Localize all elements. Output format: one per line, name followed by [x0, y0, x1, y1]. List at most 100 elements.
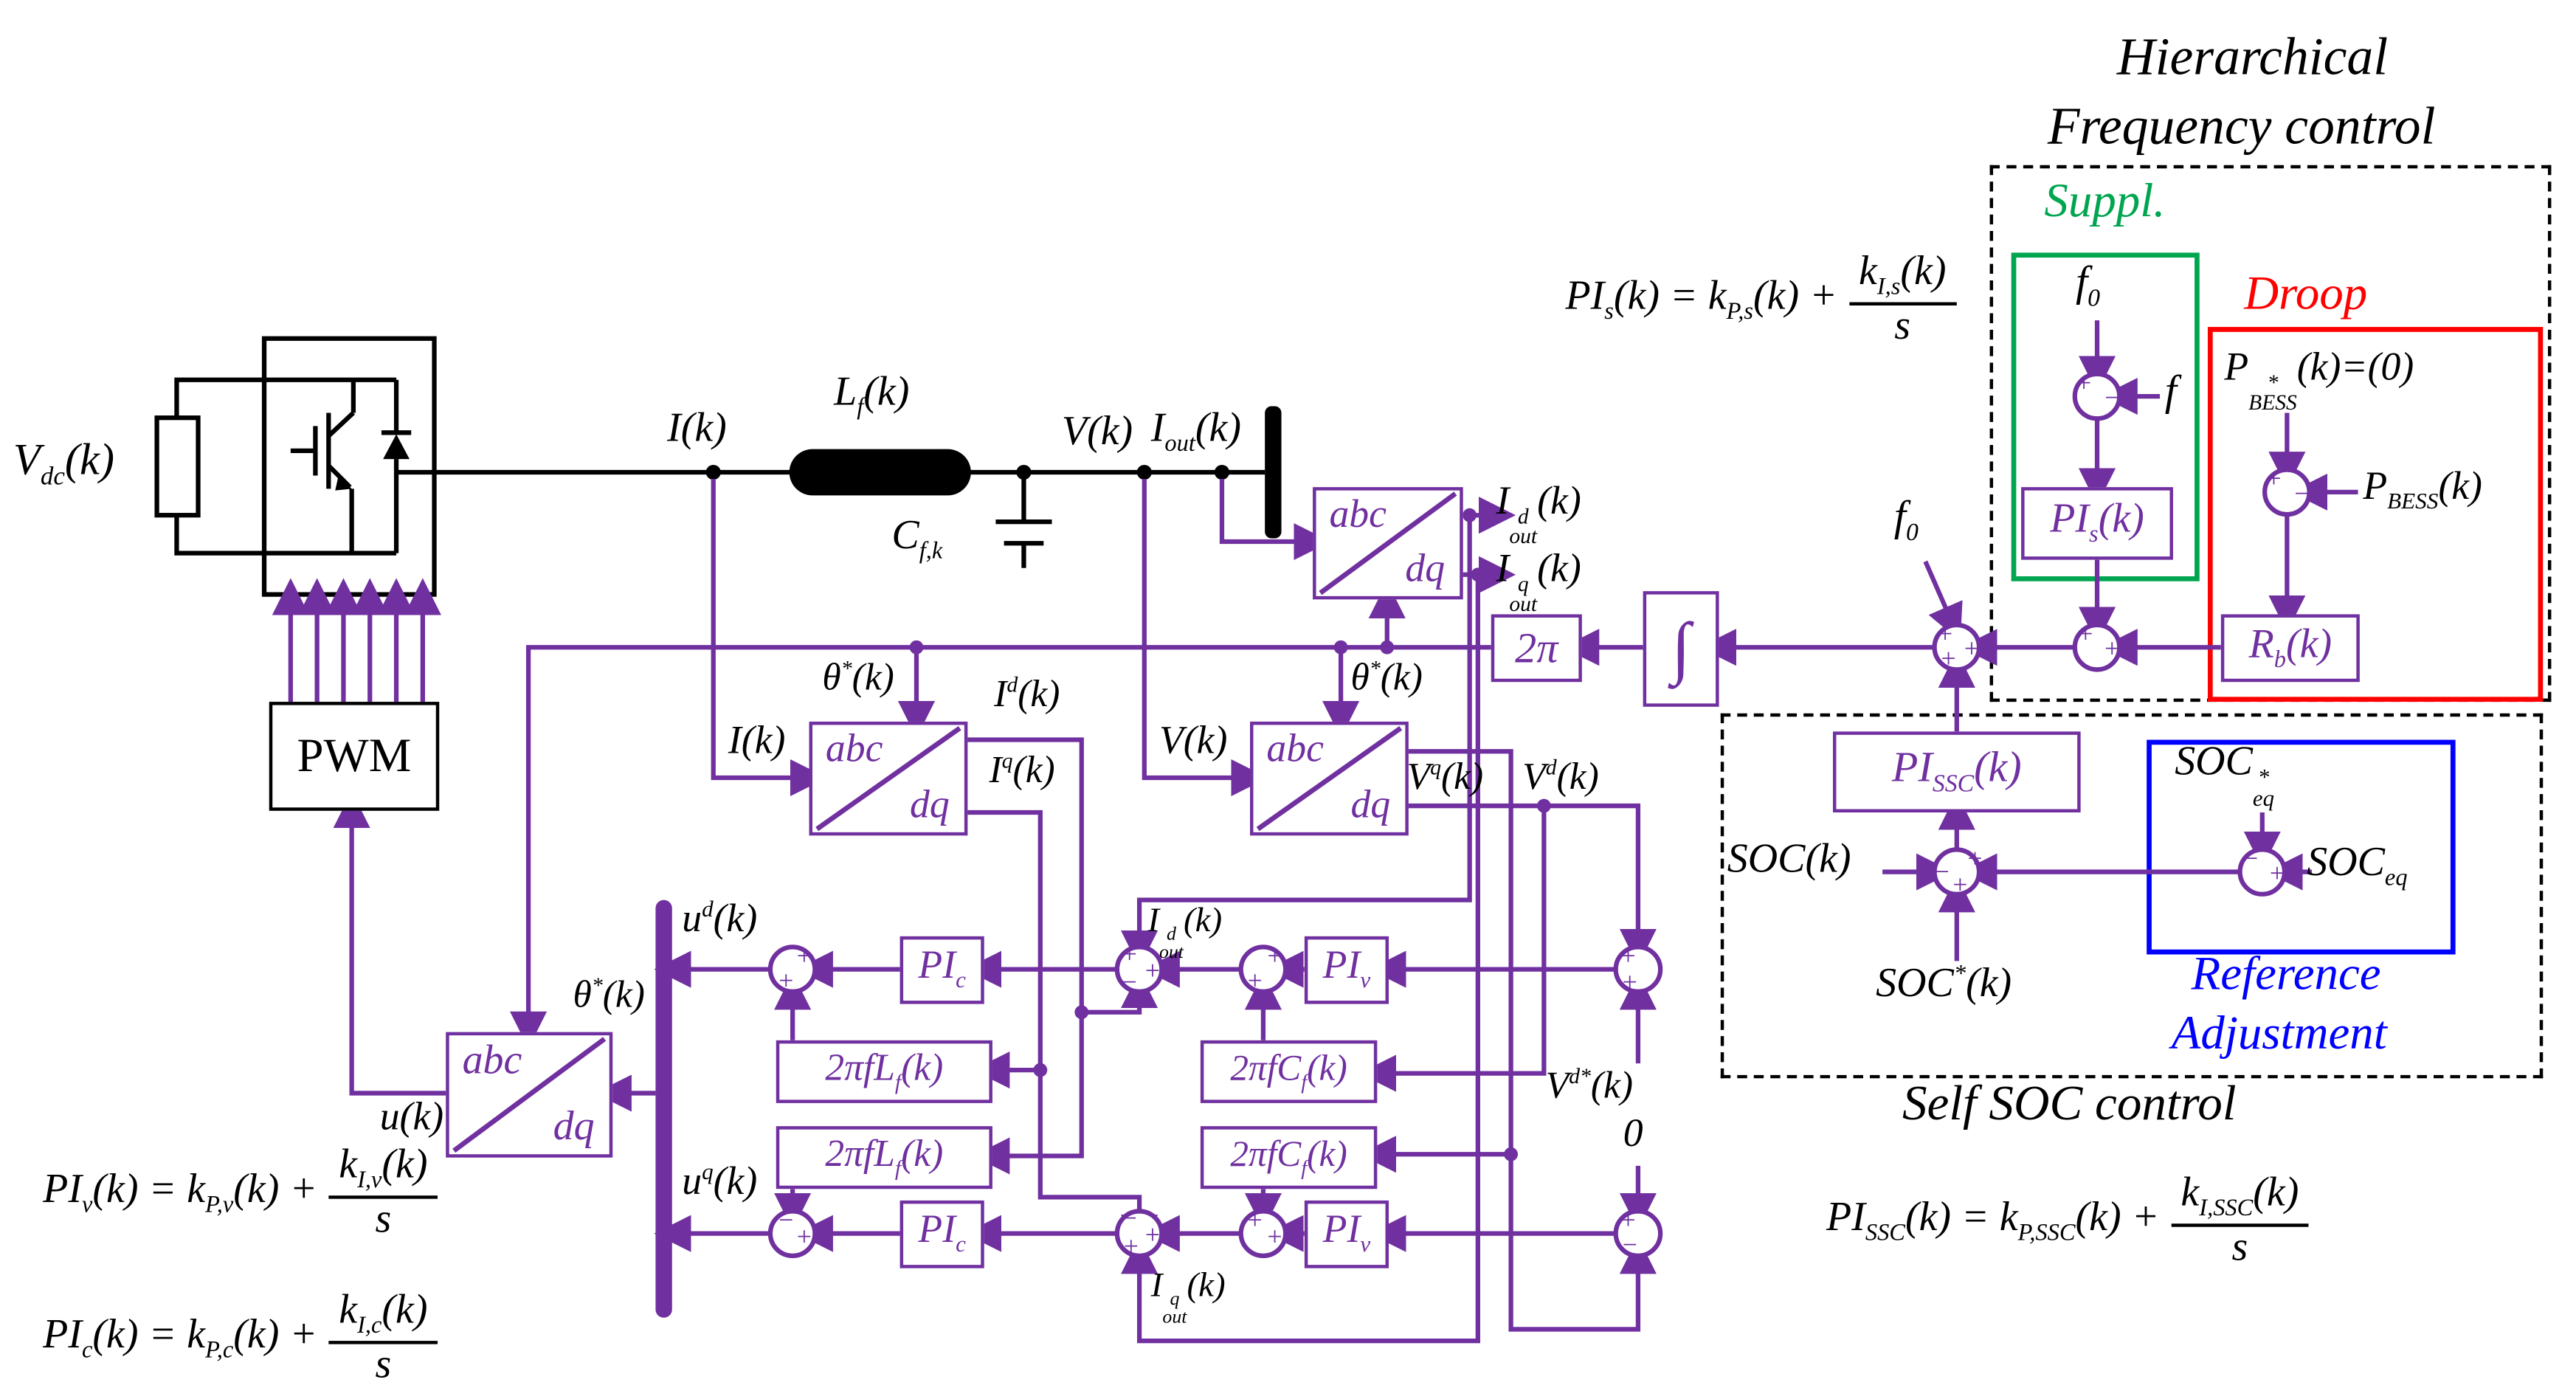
- sign: −: [778, 1205, 793, 1235]
- label-theta-v-block: θ*(k): [1350, 655, 1423, 698]
- sign: −: [1122, 1204, 1137, 1233]
- sign: −: [2294, 478, 2309, 508]
- signal-junctions: [655, 508, 1551, 1318]
- fraction: kI,SSC(k)s: [2170, 1171, 2309, 1271]
- label-p-bess: PBESS(k): [2363, 466, 2482, 515]
- power-circuit-solids: [335, 406, 1282, 539]
- fraction-numerator: kI,s(k): [1848, 250, 1956, 306]
- title-droop: Droop: [2244, 267, 2368, 321]
- cf-gain-block-1: 2πfCf(k): [1200, 1040, 1378, 1103]
- abc-label: abc: [825, 728, 883, 772]
- sum-ref-adjust: [2237, 847, 2287, 897]
- formula-lhs: PISSC(k) = kP,SSC(k) +: [1826, 1195, 2160, 1246]
- label-ud-k: ud(k): [682, 898, 758, 942]
- wire-u-to-pwm: [333, 791, 446, 1096]
- sign: +: [2076, 367, 2091, 397]
- integrator-block: ∫: [1643, 591, 1719, 707]
- dq-label: dq: [1405, 548, 1446, 592]
- fraction-numerator: kI,v(k): [328, 1143, 438, 1200]
- cf-gain-block-2: 2πfCf(k): [1200, 1126, 1378, 1190]
- sum-soc: [1932, 847, 1982, 897]
- sign: +: [1145, 956, 1160, 985]
- node-cap: [1016, 464, 1032, 480]
- label-vq-k: Vq(k): [1406, 754, 1484, 798]
- label-i-k-mid: I(k): [728, 719, 786, 763]
- sign: +: [797, 941, 812, 970]
- node-v: [1136, 464, 1152, 480]
- wire-iqout-feedforward: [1121, 574, 1480, 1344]
- fraction: kI,s(k)s: [1848, 250, 1956, 349]
- fraction-numerator: kI,c(k): [328, 1288, 438, 1345]
- pi-ssc-block: PISSC(k): [1832, 731, 2081, 813]
- wire-theta-main: [510, 645, 1491, 1049]
- inverter-box: [261, 336, 437, 597]
- sum-signs: + − + − + + + + + − + + − + + + + + − + …: [778, 367, 2310, 1260]
- integral-symbol: ∫: [1671, 610, 1691, 687]
- sign: +: [2078, 619, 2093, 649]
- sum-frequency: [1932, 622, 1982, 672]
- wire-id-to-sum1b: [1081, 971, 1158, 1015]
- label-iq-k: Iq(k): [989, 747, 1055, 791]
- pi-c-label: PIc: [918, 1209, 966, 1258]
- label-iout-top: Iout(k): [1150, 406, 1241, 458]
- sign: +: [1145, 1220, 1160, 1249]
- igbt-collector-diag: [327, 411, 356, 438]
- pi-c-label: PIc: [918, 945, 966, 994]
- formula-pi-v: PIv(k) = kP,v(k) + kI,v(k)s: [43, 1143, 438, 1243]
- dq-label: dq: [553, 1105, 595, 1150]
- pi-ssc-label: PISSC(k): [1891, 743, 2022, 799]
- sign: +: [1623, 967, 1637, 997]
- sign: −: [1623, 1230, 1637, 1260]
- pi-s-label: PIs(k): [2050, 497, 2144, 548]
- pi-c-block-q: PIc: [899, 1200, 984, 1268]
- emitter-arrow: [335, 475, 352, 491]
- self-soc-control-region: [1720, 713, 2544, 1079]
- sum-vd-error: [1613, 945, 1663, 994]
- droop-control-region: [2207, 327, 2544, 702]
- title-self-soc-control: Self SOC control: [1902, 1077, 2237, 1131]
- abcdq-diagonal: [449, 1035, 610, 1154]
- junction-id: [1074, 1005, 1089, 1020]
- lf-gain-label: 2πfLf(k): [825, 1047, 944, 1095]
- fraction-denominator: s: [1894, 304, 1911, 349]
- junction-vd: [1536, 798, 1551, 813]
- formula-pi-ssc: PISSC(k) = kP,SSC(k) + kI,SSC(k)s: [1826, 1171, 2309, 1271]
- label-soc-k: SOC(k): [1727, 837, 1851, 882]
- label-f-suppl: f: [2164, 366, 2177, 415]
- sum-droop-suppl: [2072, 622, 2122, 672]
- title-hierarchical: Hierarchical: [2116, 26, 2389, 86]
- abcdq-diagonal: [812, 725, 964, 832]
- sign: −: [1935, 857, 1950, 886]
- two-pi-label: 2π: [1515, 623, 1558, 671]
- dc-source-symbol: [154, 415, 201, 518]
- sign: +: [797, 1221, 812, 1251]
- sign: +: [2104, 634, 2119, 663]
- dc-wire-top: [174, 377, 265, 418]
- sign: +: [1620, 941, 1635, 970]
- abcdq-diagonal: [1316, 491, 1460, 596]
- diode-triangle: [383, 434, 410, 460]
- pi-c-block-d: PIc: [899, 936, 984, 1004]
- junction-theta-3: [1380, 640, 1395, 655]
- lf-gain-block-2: 2πfLf(k): [776, 1126, 992, 1190]
- sign: +: [1248, 965, 1263, 995]
- sign: +: [1964, 634, 1979, 663]
- fraction: kI,v(k)s: [328, 1143, 438, 1243]
- label-id-k: Id(k): [994, 671, 1060, 715]
- pi-v-label: PIv: [1322, 945, 1371, 994]
- sign: +: [1267, 1221, 1282, 1251]
- junction-iqout: [1471, 567, 1485, 582]
- sign: +: [1952, 870, 1967, 900]
- title-frequency-control: Frequency control: [2047, 95, 2436, 156]
- formula-pi-c: PIc(k) = kP,c(k) + kI,c(k)s: [43, 1288, 438, 1388]
- title-suppl: Suppl.: [2044, 175, 2166, 228]
- sign: +: [1941, 643, 1956, 673]
- rb-droop-gain-block: Rb(k): [2220, 614, 2360, 683]
- label-uq-k: uq(k): [682, 1161, 758, 1204]
- wire-iout-measure: [1219, 478, 1331, 561]
- sign: +: [1124, 1232, 1139, 1261]
